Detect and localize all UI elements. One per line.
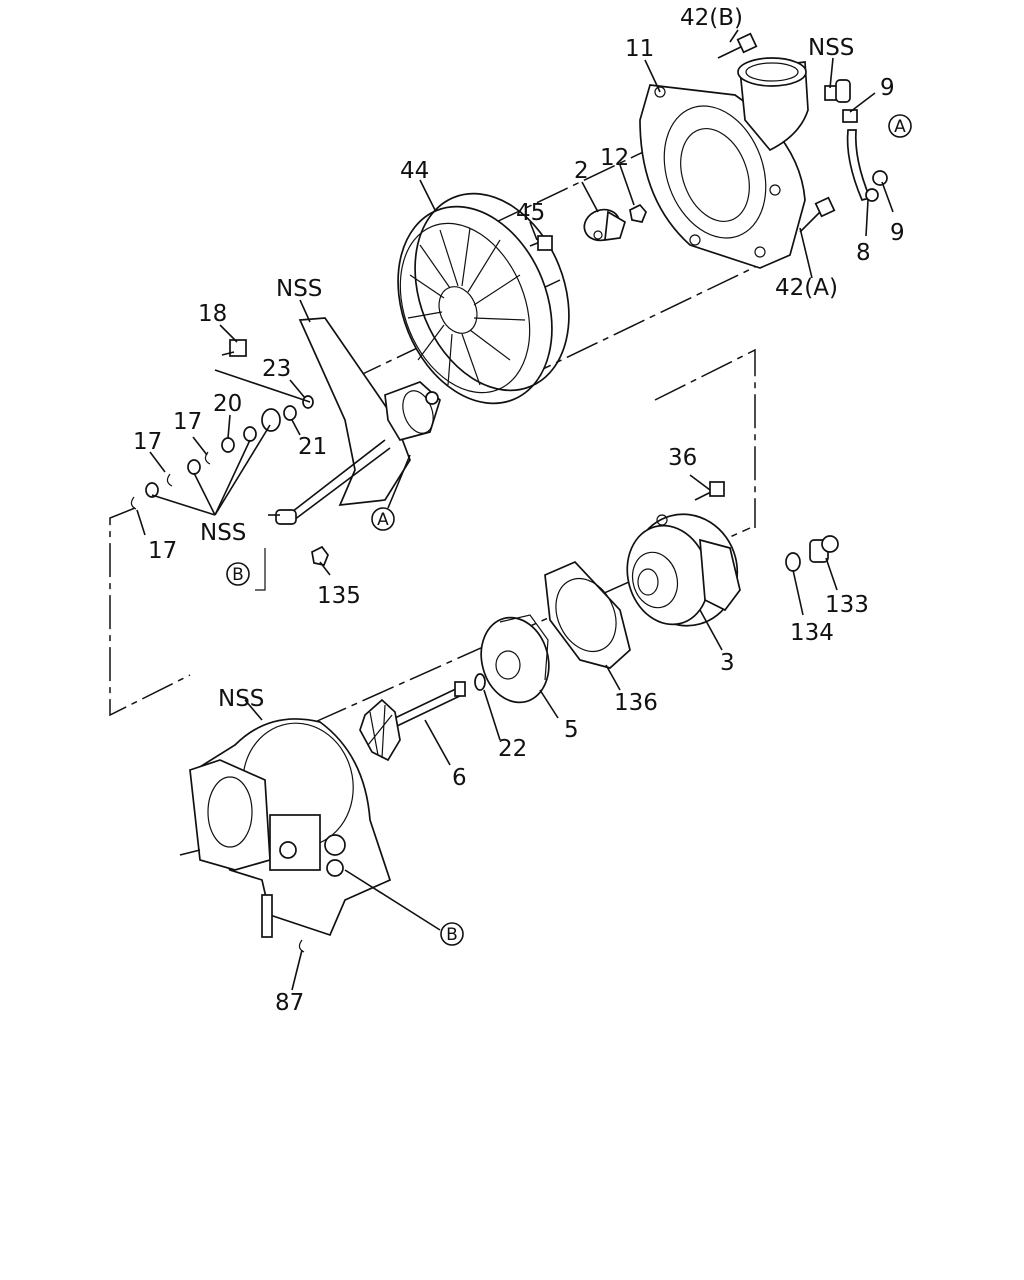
compressor-wheel (583, 208, 627, 242)
svg-text:B: B (232, 565, 244, 585)
banjo-fitting (785, 535, 839, 572)
label-136: 136 (614, 690, 658, 716)
label-22: 22 (498, 736, 527, 762)
label-8: 8 (856, 240, 871, 266)
label-nss-housing: NSS (218, 686, 264, 712)
label-18: 18 (198, 301, 227, 327)
svg-text:B: B (446, 925, 458, 945)
label-17b: 17 (133, 429, 162, 455)
label-17a: 17 (173, 409, 202, 435)
label-87: 87 (275, 990, 304, 1016)
nut-12 (629, 203, 647, 223)
label-nss-bracket: NSS (276, 276, 322, 302)
label-9b: 9 (890, 220, 905, 246)
leader-lines (136, 29, 894, 991)
ref-b-left: B (226, 562, 250, 586)
bearing-housing (626, 513, 741, 627)
label-9a: 9 (880, 75, 895, 101)
label-21: 21 (298, 434, 327, 460)
turbine-housing (179, 718, 392, 953)
bolt-36 (694, 481, 725, 501)
label-17c: 17 (148, 538, 177, 564)
label-42a: 42(A) (775, 275, 838, 301)
label-6: 6 (452, 765, 467, 791)
part-labels: 42(B) 11 NSS 9 9 8 42(A) 44 2 12 45 NSS … (133, 5, 905, 1016)
hardware-washers (130, 339, 329, 566)
compressor-cover (639, 57, 809, 269)
label-42b: 42(B) (680, 5, 743, 31)
label-2: 2 (574, 158, 589, 184)
label-nss-top: NSS (808, 35, 854, 61)
label-133: 133 (825, 592, 869, 618)
bolt-42b (717, 32, 758, 59)
turbine-shaft (359, 681, 466, 762)
bolt-42a (799, 196, 836, 233)
ref-b-bottom: B (440, 922, 464, 946)
actuator-bracket (268, 317, 441, 525)
ref-a-mid: A (371, 507, 395, 531)
back-plate (397, 192, 570, 405)
svg-text:A: A (894, 117, 906, 137)
label-12: 12 (600, 145, 629, 171)
label-44: 44 (400, 158, 429, 184)
label-23: 23 (262, 356, 291, 382)
label-11: 11 (625, 36, 654, 62)
label-5: 5 (564, 717, 579, 743)
label-20: 20 (213, 391, 242, 417)
label-3: 3 (720, 650, 735, 676)
label-135: 135 (317, 583, 361, 609)
ref-a-top: A (888, 114, 912, 138)
label-134: 134 (790, 620, 834, 646)
gasket (544, 560, 631, 669)
label-45: 45 (516, 200, 545, 226)
label-36: 36 (668, 445, 697, 471)
label-nss-washers: NSS (200, 520, 246, 546)
svg-text:A: A (377, 510, 389, 530)
heat-shield (480, 614, 550, 704)
elbow-fitting (824, 79, 888, 202)
bolt-45 (529, 235, 553, 251)
o-ring-22 (474, 673, 486, 691)
